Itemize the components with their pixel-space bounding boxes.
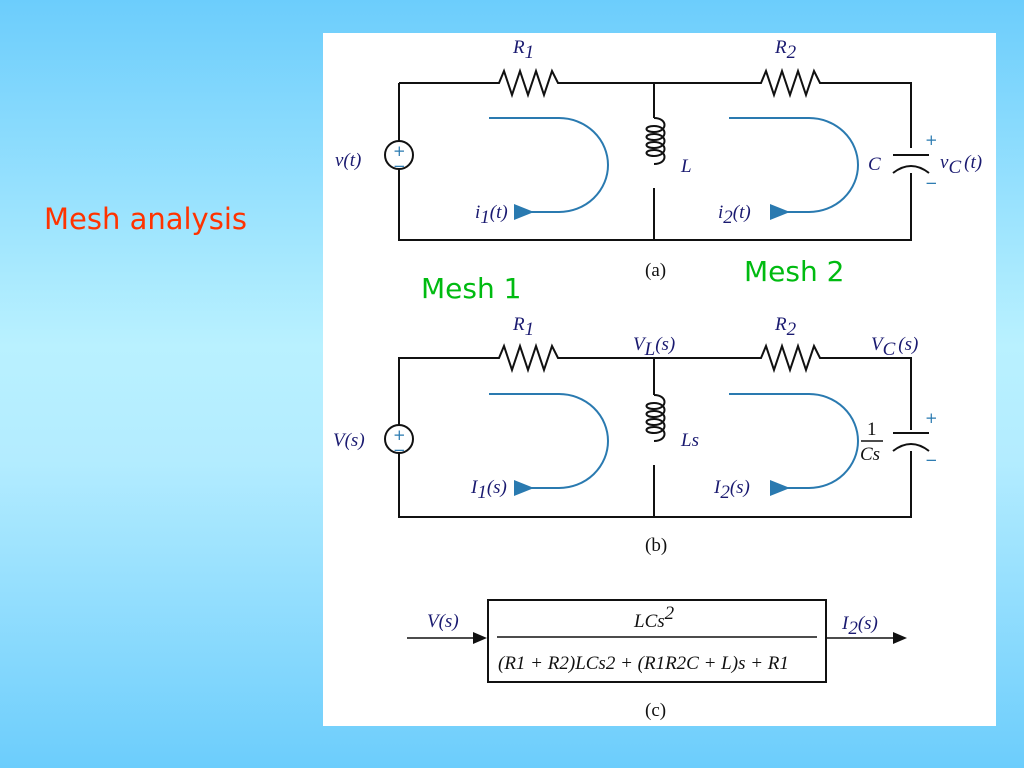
label-b-cap-num: 1 [867,419,877,440]
label-b-source: V(s) [333,430,365,451]
label-a-i2: i2(t) [718,202,751,228]
label-b-cap-den: Cs [860,444,880,465]
mesh-b-loop-1 [489,393,609,496]
cap-a-plus: + [925,131,938,149]
source-a-plus: + [393,142,406,160]
circuit-figure: + − R1 R2 v(t) L C + − vC(t) i1(t) i2(t)… [333,37,982,721]
label-b-i1: I1(s) [470,477,507,503]
block-output-label: I2(s) [841,613,878,639]
block-input-arrow [473,632,487,644]
wire-b-top-left [398,357,493,363]
caption-a: (a) [645,260,666,281]
mesh-1-label: Mesh 1 [421,272,522,305]
mesh-b-loop-2 [729,393,859,496]
inductor-a [645,117,666,165]
label-b-vc: VC(s) [871,334,918,360]
cap-a-minus: − [925,174,938,192]
source-b-minus: − [393,441,406,459]
transfer-function-denominator: (R1 + R2)LCs2 + (R1R2C + L)s + R1 [498,653,789,674]
label-b-r2: R2 [774,314,797,340]
source-a-minus: − [393,157,406,175]
inductor-b [645,394,666,442]
transfer-function-block [487,599,827,683]
figure-panel: + − R1 R2 v(t) L C + − vC(t) i1(t) i2(t)… [323,33,996,726]
resistor-b-r2 [755,342,825,374]
cap-b-minus: − [925,451,938,469]
label-a-vc: vC(t) [940,152,982,178]
resistor-b-r1 [493,342,563,374]
capacitor-a-plate-bottom [892,165,930,174]
source-b-plus: + [393,426,406,444]
label-b-r1: R1 [512,314,534,340]
label-b-vl: VL(s) [633,334,675,360]
label-a-inductor: L [680,156,692,177]
label-a-i1: i1(t) [475,202,508,228]
wire-b-top-right [825,357,912,430]
label-b-inductor: Ls [680,430,699,451]
label-a-r2: R2 [774,37,797,63]
label-a-capacitor: C [868,154,881,175]
label-a-r1: R1 [512,37,534,63]
circuit-b: + − R1 R2 VL(s) VC(s) V(s) Ls 1 Cs + − I… [333,314,938,556]
block-input-label: V(s) [427,611,459,632]
block-output-arrow [893,632,907,644]
cap-b-plus: + [925,409,938,427]
label-a-source: v(t) [335,150,361,171]
block-c: V(s) I2(s) LCs2 (R1 + R2)LCs2 + (R1R2C +… [407,599,907,721]
wire-a-top-right [825,82,912,148]
caption-c: (c) [645,700,666,721]
resistor-a-r2 [755,67,825,99]
slide-title: Mesh analysis [44,202,247,236]
label-b-i2: I2(s) [713,477,750,503]
mesh-a-loop-2 [729,117,859,220]
circuit-a: + − R1 R2 v(t) L C + − vC(t) i1(t) i2(t)… [335,37,982,281]
resistor-a-r1 [493,67,563,99]
caption-b: (b) [645,535,667,556]
capacitor-b-plate-bottom [892,443,930,452]
mesh-a-loop-1 [489,117,609,220]
mesh-2-label: Mesh 2 [744,255,845,288]
voltage-source-b [384,424,414,454]
transfer-function-numerator: LCs2 [633,603,675,632]
voltage-source-a [384,140,414,170]
